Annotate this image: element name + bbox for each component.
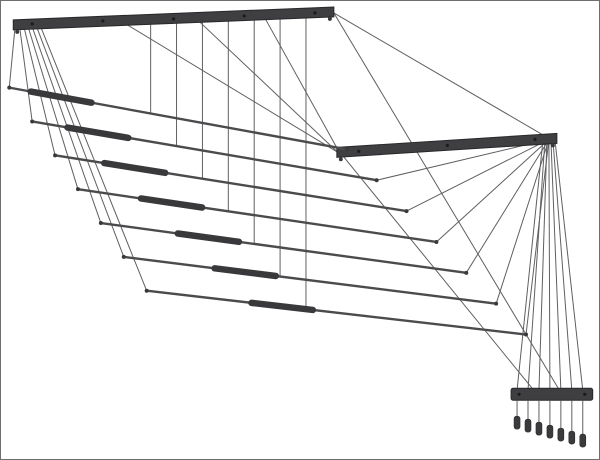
drying-rod-4 — [76, 187, 438, 244]
drying-rod-2-grip — [64, 124, 132, 142]
cord-line — [22, 23, 56, 156]
cord-line — [26, 23, 79, 190]
drying-rod-7 — [145, 289, 528, 336]
drying-rod-5-left-cap — [98, 221, 103, 226]
bracket-screw — [171, 17, 176, 21]
cord-line — [538, 140, 548, 391]
drying-rod-3-left-cap — [53, 153, 58, 158]
drying-rod-4-right-cap — [434, 239, 439, 244]
bracket-pulley-hook — [550, 143, 555, 148]
drying-rod-2-left-cap — [30, 119, 35, 124]
drying-rod-3-grip — [101, 159, 169, 177]
cord-line — [465, 139, 550, 274]
pull-cord-weight-3 — [535, 421, 543, 436]
cord-line — [516, 140, 544, 391]
pull-cord-weight-2 — [524, 418, 532, 433]
cord-line — [406, 138, 550, 212]
cord-line — [34, 22, 125, 258]
pull-cord-weight-1 — [513, 415, 521, 430]
pull-cord-weight-5 — [557, 427, 565, 442]
cord-line — [18, 23, 33, 122]
cord-line — [120, 20, 339, 153]
pull-cord-weight-7 — [579, 433, 587, 448]
bracket-screw — [313, 11, 317, 15]
bracket-pulley-hook — [327, 16, 332, 21]
cleat-screw — [583, 392, 587, 396]
cord-line — [38, 22, 148, 291]
cord-line — [8, 24, 16, 88]
bracket-screw — [357, 149, 361, 153]
cord-line — [333, 12, 560, 390]
cord-cleat-plate — [510, 387, 594, 401]
drying-rod-7-right-cap — [524, 332, 529, 337]
bracket-screw — [533, 137, 537, 141]
drying-rod-1-right-cap — [344, 147, 349, 152]
drying-rod-3-right-cap — [404, 209, 409, 214]
cord-line — [525, 139, 550, 335]
bracket-screw — [445, 143, 449, 147]
cord-line — [333, 12, 550, 139]
drying-rod-7-left-cap — [144, 288, 149, 293]
bracket-screw — [101, 19, 105, 23]
drying-rod-6-left-cap — [121, 254, 126, 259]
drying-rod-5-grip — [174, 230, 243, 246]
cord-line — [340, 153, 534, 390]
drying-rod-1-left-cap — [7, 85, 12, 90]
cord-line — [262, 14, 340, 152]
drying-rod-6-right-cap — [494, 301, 499, 306]
drying-rod-4-grip — [137, 195, 206, 211]
cord-line — [527, 140, 546, 391]
cord-line — [548, 139, 551, 391]
bracket-screw — [242, 14, 246, 18]
bracket-pulley-hook — [15, 29, 20, 34]
cord-line — [195, 17, 339, 153]
drying-rod-4-left-cap — [75, 187, 80, 192]
drying-rod-1-grip — [27, 88, 95, 106]
cord-line — [550, 139, 562, 391]
drying-rod-6 — [122, 255, 498, 305]
pull-cord-weight-4 — [546, 424, 554, 439]
cord-line — [552, 139, 573, 391]
cord-line — [554, 139, 584, 391]
pull-cord-weight-6 — [568, 430, 576, 445]
bracket-screw — [30, 22, 34, 26]
drying-rod-5 — [99, 221, 468, 275]
drying-rod-5-right-cap — [464, 270, 469, 275]
drying-rod-6-grip — [211, 265, 280, 280]
drying-rod-7-grip — [248, 299, 317, 314]
cord-line — [436, 139, 550, 243]
bracket-pulley-hook — [338, 157, 343, 162]
drying-rod-2-right-cap — [374, 178, 379, 183]
cleat-screw — [517, 392, 521, 396]
